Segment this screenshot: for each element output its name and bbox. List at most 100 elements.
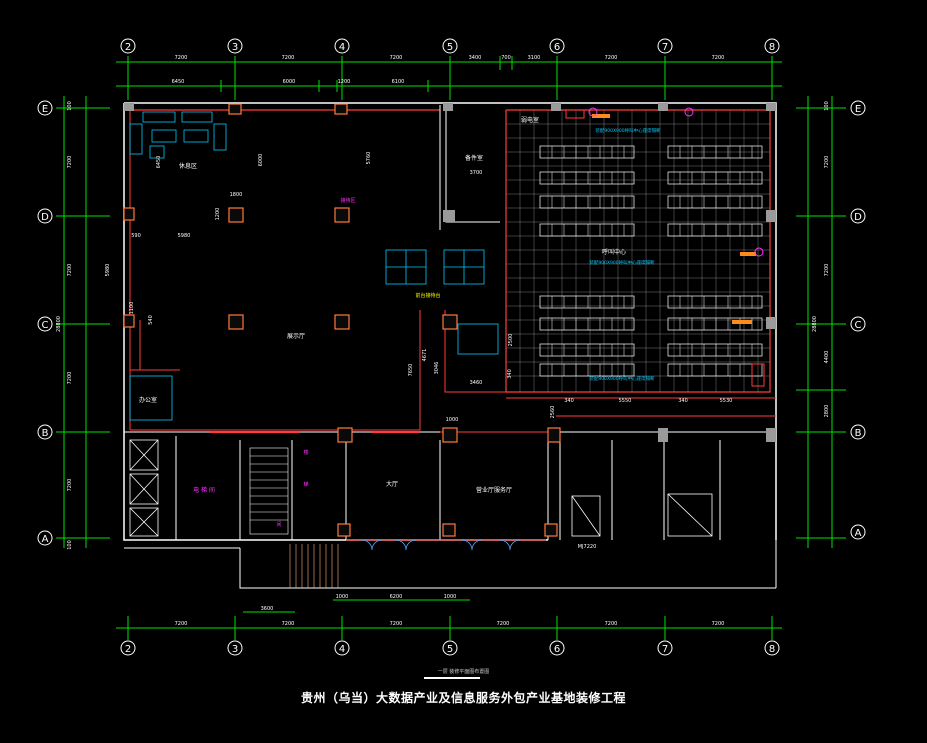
dim-text: 7200	[497, 621, 510, 627]
axis-label: 8	[769, 644, 775, 655]
axis-dimension-lines	[56, 56, 846, 640]
dim-text: 7200	[712, 621, 725, 627]
room-label-service-hall: 营业厅服务厅	[476, 486, 512, 494]
dim-text: 5550	[619, 398, 632, 404]
axis-bubble: E	[850, 100, 866, 116]
dim-text: 340	[507, 369, 513, 379]
axis-label: 8	[769, 42, 775, 53]
dim-text: 28800	[812, 316, 818, 332]
dim-text: 7200	[712, 55, 725, 61]
axis-label: 4	[339, 644, 345, 655]
dim-text: 5980	[105, 264, 111, 277]
dim-text: 1000	[444, 594, 457, 600]
dim-text: 1100	[129, 302, 135, 315]
dim-text: 340	[564, 398, 574, 404]
axis-bubble: D	[850, 208, 866, 224]
axis-bubble: D	[37, 208, 53, 224]
dim-text: 7200	[67, 372, 73, 385]
axis-label: 7	[662, 42, 668, 53]
axis-bubble: A	[850, 524, 866, 540]
axis-bubble: 8	[764, 38, 780, 54]
equipment-markers	[565, 107, 765, 387]
axis-label: C	[42, 320, 49, 331]
axis-bubble: B	[37, 424, 53, 440]
axis-bubble: B	[850, 424, 866, 440]
dim-text: 6450	[172, 79, 185, 85]
axis-bubble: 5	[442, 38, 458, 54]
dim-text: 1200	[338, 79, 351, 85]
walls	[123, 102, 777, 589]
dim-text: 7200	[605, 621, 618, 627]
structural-columns	[123, 103, 561, 537]
axis-label: 5	[447, 644, 453, 655]
dim-text: 5760	[366, 152, 372, 165]
dim-text: 340	[678, 398, 688, 404]
room-label-exhibition: 展示厅	[287, 333, 305, 340]
dim-text: 100	[67, 101, 73, 111]
axis-label: 2	[125, 42, 131, 53]
dim-text: 6200	[390, 594, 403, 600]
dim-text: 1000	[446, 417, 459, 423]
dim-text: 7200	[282, 621, 295, 627]
dim-text: 7200	[390, 55, 403, 61]
grey-columns	[124, 103, 776, 442]
dim-text: 7200	[67, 264, 73, 277]
call-center-note: 装配900X900呼叫中心座席隔断	[595, 127, 661, 134]
title-underline	[424, 677, 480, 679]
stairs	[249, 447, 339, 588]
call-center-desks	[539, 145, 763, 377]
axis-label: E	[855, 104, 861, 115]
dim-text: 4671	[422, 349, 428, 362]
dim-text: 6450	[156, 156, 162, 169]
dim-text: 6000	[283, 79, 296, 85]
axis-label: 5	[447, 42, 453, 53]
dim-text: 7200	[67, 479, 73, 492]
dim-text: 3700	[470, 170, 483, 176]
dim-text: 7200	[824, 264, 830, 277]
entrance-doors	[361, 539, 521, 551]
dim-text: 3600	[261, 606, 274, 612]
axis-label: 2	[125, 644, 131, 655]
dim-text: 7200	[824, 156, 830, 169]
dim-text: 2560	[550, 406, 556, 419]
room-labels: 休息区 展示厅 办公室 电 梯 间 大厅 备件室 呼叫中心 营业厅服务厅 弱电室…	[139, 116, 661, 550]
stair-label: 间	[276, 521, 281, 528]
dim-text: 5530	[720, 398, 733, 404]
dimension-texts: 7200 7200 7200 3400 700 3100 7200 7200 6…	[56, 55, 830, 627]
column-axis-bubbles-top: 2 3 4 5 6 7 8	[120, 38, 780, 54]
axis-bubble: 6	[549, 640, 565, 656]
drawing-title: 贵州（乌当）大数据产业及信息服务外包产业基地装修工程	[300, 691, 626, 705]
axis-bubble: 6	[549, 38, 565, 54]
room-label-storage: 备件室	[465, 154, 483, 162]
axis-label: 4	[339, 42, 345, 53]
lounge-furniture	[129, 111, 227, 159]
axis-bubble: 3	[227, 640, 243, 656]
dim-text: 540	[148, 315, 154, 325]
room-label-reception: 接待区	[340, 197, 355, 204]
stair-label: 梯	[303, 481, 308, 488]
axis-bubble: 7	[657, 38, 673, 54]
axis-bubble: 2	[120, 640, 136, 656]
axis-bubble: 7	[657, 640, 673, 656]
dim-text: 6000	[258, 154, 264, 167]
axis-bubble: C	[850, 316, 866, 332]
axis-label: C	[855, 320, 862, 331]
interior-dimension-texts: 6450 6000 5760 1800 1200 590 5980 5980 3…	[105, 152, 732, 423]
axis-label: B	[855, 428, 862, 439]
dim-text: 3046	[434, 362, 440, 375]
axis-label: 7	[662, 644, 668, 655]
axis-label: A	[855, 528, 862, 539]
room-label-call-center: 呼叫中心	[602, 248, 626, 256]
axis-bubble: C	[37, 316, 53, 332]
room-label-info-desk: 前台接待台	[415, 292, 440, 299]
dim-text: 2800	[824, 405, 830, 418]
dim-text: 1000	[336, 594, 349, 600]
dim-text: 6100	[392, 79, 405, 85]
room-label-office: 办公室	[139, 396, 157, 404]
dim-text: 3460	[470, 380, 483, 386]
stair-label: 楼	[303, 449, 308, 456]
dim-text: 5980	[178, 233, 191, 239]
dim-text: 7200	[67, 156, 73, 169]
